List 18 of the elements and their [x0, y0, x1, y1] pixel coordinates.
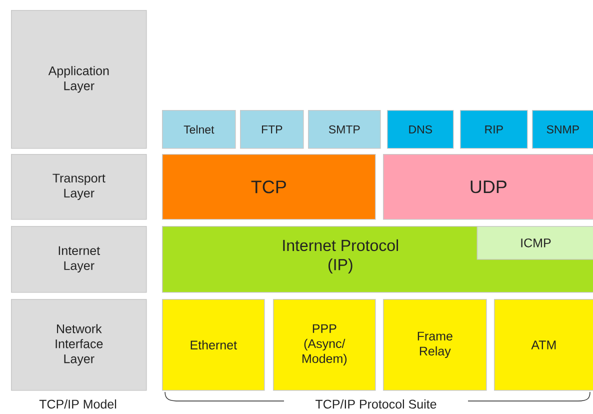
suite-caption: TCP/IP Protocol Suite	[316, 399, 436, 409]
layer-box: Transport Layer	[11, 154, 147, 220]
protocol-box: PPP (Async/ Modem)	[273, 299, 376, 391]
protocol-box: Ethernet	[162, 299, 265, 391]
protocol-box: UDP	[383, 154, 593, 220]
protocol-box: ATM	[494, 299, 593, 391]
protocol-box: Frame Relay	[383, 299, 487, 391]
protocol-box: SNMP	[532, 110, 593, 149]
protocol-box: SMTP	[308, 110, 381, 149]
protocol-box: DNS	[387, 110, 454, 149]
layer-box: Internet Layer	[11, 226, 147, 293]
layer-box: Network Interface Layer	[11, 299, 147, 391]
protocol-box: ICMP	[476, 226, 593, 260]
layer-box: Application Layer	[11, 10, 147, 149]
protocol-box: Telnet	[162, 110, 236, 149]
protocol-box: TCP	[162, 154, 376, 220]
protocol-box: RIP	[460, 110, 528, 149]
protocol-box: FTP	[240, 110, 304, 149]
